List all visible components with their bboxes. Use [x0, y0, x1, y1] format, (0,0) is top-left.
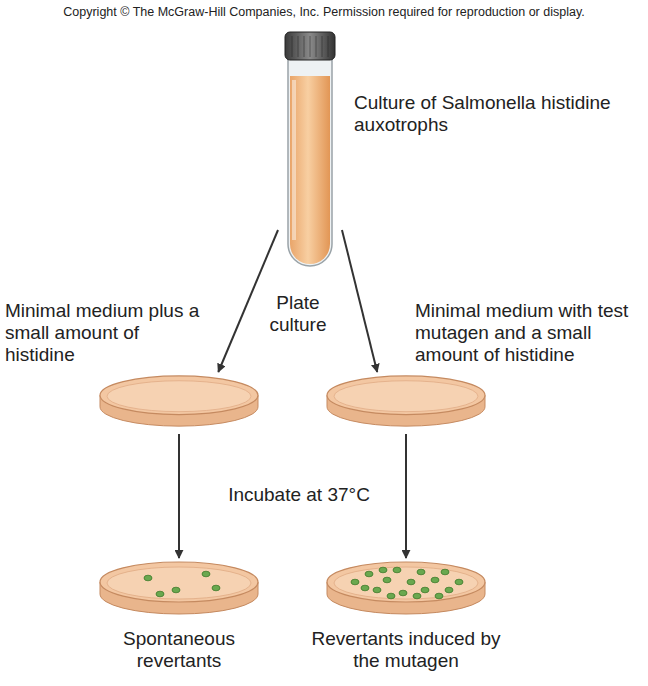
result-caption: Revertants induced by the mutagen — [305, 628, 507, 672]
culture-tube: Culture of Salmonella histidine auxotrop… — [282, 30, 338, 270]
petri-dish — [325, 560, 487, 618]
process-arrow — [178, 434, 180, 558]
tube-label: Culture of Salmonella histidine auxotrop… — [354, 92, 616, 136]
petri-dish — [98, 560, 260, 618]
process-arrow — [405, 434, 407, 558]
test-tube — [282, 30, 338, 270]
petri-dish — [98, 374, 260, 430]
step-label: Incubate at 37°C — [214, 484, 384, 506]
control-plate: Minimal medium plus a small amount of hi… — [98, 374, 260, 430]
result-caption: Spontaneous revertants — [88, 628, 270, 672]
mutagen-plate: Minimal medium with test mutagen and a s… — [325, 374, 487, 430]
copyright-notice: Copyright © The McGraw-Hill Companies, I… — [0, 5, 648, 20]
process-arrow — [218, 230, 278, 372]
plate-label: Minimal medium plus a small amount of hi… — [5, 300, 210, 366]
plate-label: Minimal medium with test mutagen and a s… — [415, 300, 643, 366]
step-label: Plate culture — [258, 292, 338, 336]
result-plate: Revertants induced by the mutagen — [325, 560, 487, 618]
process-arrow — [342, 230, 377, 372]
result-plate: Spontaneous revertants — [98, 560, 260, 618]
petri-dish — [325, 374, 487, 430]
